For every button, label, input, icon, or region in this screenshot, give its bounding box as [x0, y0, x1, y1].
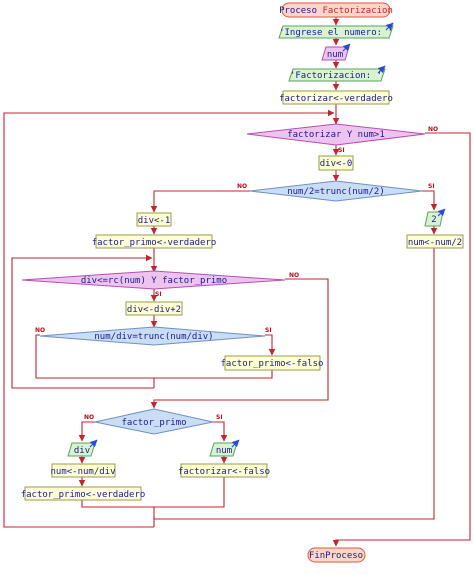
output-title-node: 'Factorizacion: ' [288, 65, 386, 82]
read-num-node: num [321, 43, 351, 61]
output-div-label: div [74, 446, 90, 456]
if-divisible-node: num/div=trunc(num/div) NO SI [35, 326, 272, 346]
if-factor-primo-label: factor_primo [121, 418, 186, 428]
start-label: Proceso Factorizacion [279, 6, 393, 16]
edge-right-merge [154, 477, 225, 508]
edge-inner-no [150, 278, 329, 409]
edges [3, 16, 471, 547]
if-divisible-si-label: SI [265, 327, 272, 334]
while-inner-label: div<=rc(num) Y factor_primo [81, 276, 227, 286]
output-arrow-icon [231, 439, 240, 448]
if-divisible-label: num/div=trunc(num/div) [94, 332, 213, 342]
edge-if-div-si [265, 334, 276, 356]
end-label: FinProceso [309, 551, 363, 561]
output-arrow-icon [377, 65, 386, 74]
edge-if-div-no [35, 334, 154, 379]
factorizar-false-label: factorizar<-falso [178, 467, 270, 477]
init-factorizar-label: factorizar<-verdadero [279, 94, 393, 104]
edge-if-fp-no [78, 421, 95, 442]
if-factor-primo-node: factor_primo NO SI [84, 408, 223, 435]
halve-num-label: num<-num/2 [408, 238, 462, 248]
output-arrow-icon [437, 208, 446, 217]
output-num-label: num [216, 446, 232, 456]
edge-outer-loop-back [3, 109, 335, 528]
while-outer-node: factorizar Y num>1 NO SI [246, 123, 438, 154]
div-one-node: div<-1 [136, 212, 172, 227]
if-even-node: num/2=trunc(num/2) NO SI [237, 180, 435, 202]
if-even-label: num/2=trunc(num/2) [287, 187, 385, 197]
num-div-label: num<-num/div [50, 467, 115, 477]
read-num-label: num [327, 50, 343, 60]
while-inner-no-label: NO [289, 272, 299, 279]
output-arrow-icon [385, 22, 394, 31]
factor-primo-true-label: factor_primo<-verdadero [92, 238, 217, 248]
halve-num-node: num<-num/2 [406, 234, 464, 249]
output-div-node: div [67, 439, 98, 457]
edge-halve-merge [154, 247, 435, 520]
while-outer-label: factorizar Y num>1 [287, 130, 385, 140]
factor-primo-true-node: factor_primo<-verdadero [92, 234, 217, 249]
if-factor-primo-si-label: SI [216, 414, 223, 421]
while-outer-si-label: SI [338, 147, 345, 154]
num-div-node: num<-num/div [50, 463, 116, 478]
div-zero-label: div<-0 [320, 159, 353, 169]
div-plus-two-label: div<-div+2 [127, 305, 181, 315]
edge-outer-while-no [332, 132, 471, 547]
init-factorizar-node: factorizar<-verdadero [279, 90, 393, 105]
div-plus-two-node: div<-div+2 [125, 301, 183, 316]
output-prompt-node: 'Ingrese el numero: ' [278, 22, 394, 39]
edge-if-even-si [422, 190, 438, 211]
factor-primo-false-node: factor_primo<-falso [221, 355, 324, 371]
div-one-label: div<-1 [138, 216, 171, 226]
while-outer-no-label: NO [428, 126, 438, 133]
edge-fpf-merge [154, 370, 273, 379]
edge-left-merge [81, 500, 154, 508]
factor-primo-true-2-label: factor_primo<-verdadero [21, 490, 146, 500]
output-two-label: 2 [431, 215, 436, 225]
if-divisible-no-label: NO [35, 327, 45, 334]
if-even-no-label: NO [237, 183, 247, 190]
end-node: FinProceso [307, 547, 366, 563]
factorizar-false-node: factorizar<-falso [178, 463, 270, 478]
factor-primo-false-label: factor_primo<-falso [221, 359, 324, 369]
start-node: Proceso Factorizacion [279, 2, 393, 18]
output-prompt-label: 'Ingrese el numero: ' [279, 28, 393, 38]
factor-primo-true-2-node: factor_primo<-verdadero [21, 486, 146, 501]
output-arrow-icon [89, 439, 98, 448]
output-num-node: num [209, 439, 240, 457]
edge-if-even-no [150, 190, 250, 213]
if-factor-primo-no-label: NO [84, 414, 94, 421]
output-title-label: 'Factorizacion: ' [290, 71, 382, 81]
edge-if-fp-si [213, 421, 228, 442]
while-inner-si-label: SI [155, 291, 162, 298]
input-arrow-icon [342, 43, 351, 52]
if-even-si-label: SI [428, 183, 435, 190]
div-zero-node: div<-0 [318, 155, 354, 171]
edge-inner-loop-back [11, 254, 154, 389]
output-two-node: 2 [424, 208, 446, 227]
while-inner-node: div<=rc(num) Y factor_primo NO SI [21, 270, 299, 298]
